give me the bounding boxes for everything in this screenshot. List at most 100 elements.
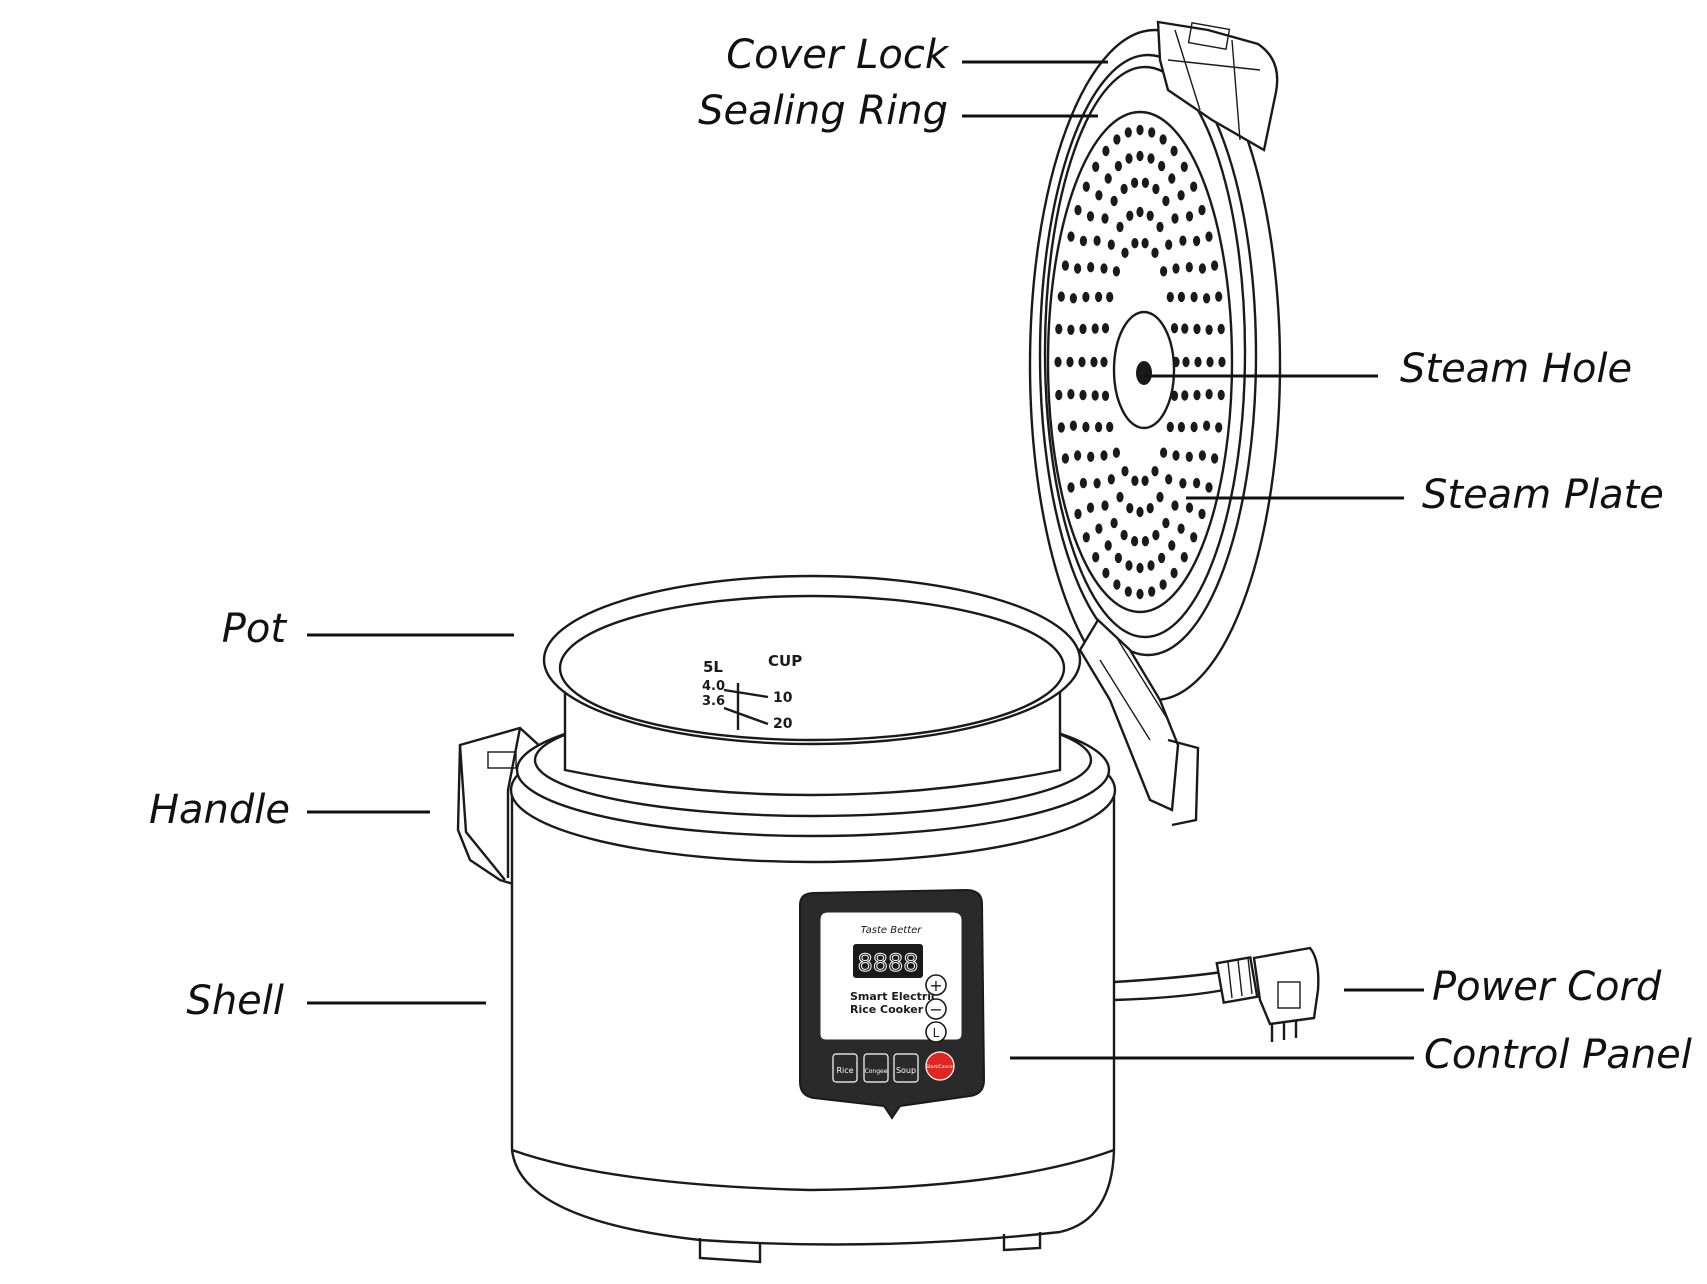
steam-plate-hole: [1162, 517, 1170, 529]
steam-plate-hole: [1095, 190, 1103, 201]
steam-plate-hole: [1177, 190, 1185, 201]
steam-plate-hole: [1152, 529, 1160, 541]
steam-plate-hole: [1086, 211, 1095, 222]
steam-plate-hole: [1067, 324, 1075, 335]
steam-plate-hole: [1095, 291, 1103, 303]
steam-plate-hole: [1106, 421, 1114, 433]
panel-rice-button[interactable]: Rice: [832, 1053, 858, 1083]
panel-minus-button[interactable]: [925, 998, 947, 1020]
steam-plate-hole: [1102, 567, 1110, 579]
steam-plate-hole: [1074, 204, 1082, 216]
steam-plate-hole: [1168, 173, 1176, 184]
panel-start-button[interactable]: Start/Cancel: [925, 1051, 955, 1081]
steam-plate-hole: [1082, 291, 1090, 303]
steam-plate-hole: [1091, 323, 1099, 334]
steam-plate-hole: [1151, 247, 1159, 258]
panel-start-label: Start/Cancel: [926, 1064, 954, 1070]
panel-timer-button[interactable]: [925, 1021, 947, 1043]
steam-plate-hole: [1198, 450, 1206, 461]
steam-plate-hole: [1218, 356, 1226, 368]
steam-plate-hole: [1193, 235, 1201, 247]
steam-plate-hole: [1190, 532, 1198, 543]
steam-plate-hole: [1131, 475, 1139, 486]
steam-plate-hole: [1114, 160, 1122, 172]
steam-plate-hole: [1061, 453, 1069, 464]
steam-plate-hole: [1180, 161, 1188, 172]
steam-plate-hole: [1156, 491, 1164, 503]
pot-scale-right-header: CUP: [768, 652, 802, 670]
steam-plate-hole: [1159, 579, 1167, 590]
steam-plate-hole: [1151, 466, 1159, 477]
steam-plate-hole: [1141, 536, 1149, 547]
steam-plate-hole: [1190, 181, 1198, 192]
steam-plate-hole: [1082, 181, 1090, 192]
steam-plate-hole: [1067, 389, 1075, 400]
label-steam-plate: Steam Plate: [1422, 472, 1664, 518]
pot: 5L CUP 4.0 3.6 10 20: [542, 574, 1082, 797]
steam-plate-hole: [1100, 263, 1108, 274]
steam-plate-hole: [1066, 356, 1074, 368]
steam-plate-hole: [1112, 266, 1120, 277]
steam-plate-hole: [1177, 421, 1185, 433]
steam-plate-hole: [1166, 291, 1174, 303]
steam-plate-hole: [1185, 211, 1194, 222]
panel-plus-label: +: [929, 976, 942, 995]
steam-plate-hole: [1074, 263, 1082, 274]
callout-labels: Cover Lock Sealing Ring Steam Hole Steam…: [149, 32, 1692, 1078]
callout-leaders: [307, 60, 1424, 1060]
steam-plate-hole: [1055, 323, 1063, 335]
steam-plate-hole: [1093, 235, 1101, 246]
panel-congee-label: Congee: [865, 1068, 888, 1075]
steam-plate-hole: [1158, 160, 1166, 172]
steam-plate-hole: [1090, 356, 1098, 368]
steam-plate-hole: [1112, 447, 1120, 458]
steam-plate-hole: [1125, 153, 1133, 164]
steam-plate-hole: [1069, 420, 1077, 431]
steam-plate-hole: [1136, 206, 1144, 218]
steam-plate-hole: [1171, 500, 1179, 511]
label-cover-lock: Cover Lock: [726, 32, 950, 78]
steam-plate-hole: [1057, 291, 1065, 302]
lid-inner-rim: [1038, 53, 1258, 657]
steam-plate-hole: [1124, 127, 1132, 138]
label-steam-hole: Steam Hole: [1400, 346, 1632, 392]
steam-plate-hole: [1104, 173, 1112, 184]
panel-soup-button[interactable]: Soup: [893, 1053, 919, 1083]
steam-plate-hole: [1101, 323, 1110, 334]
steam-plate-hole: [1092, 552, 1100, 563]
steam-plate-hole: [1205, 482, 1213, 493]
steam-plate-hole: [1124, 586, 1132, 597]
steam-plate-hole: [1087, 451, 1095, 462]
panel-timer-label: L: [933, 1026, 940, 1040]
steam-plate-hole: [1156, 221, 1164, 233]
steam-plate-hole: [1141, 238, 1149, 249]
label-power-cord: Power Cord: [1432, 964, 1662, 1010]
steam-plate-hole: [1131, 238, 1139, 249]
steam-plate-hole: [1203, 293, 1211, 304]
steam-plate-hole: [1160, 266, 1168, 277]
panel-congee-button[interactable]: Congee: [863, 1053, 889, 1083]
steam-plate-hole: [1113, 134, 1121, 145]
steam-plate-hole: [1067, 231, 1075, 242]
steam-plate-hole: [1104, 540, 1112, 551]
steam-plate-hole: [1148, 586, 1156, 597]
steam-plate-hole: [1180, 552, 1188, 563]
steam-plate-hole: [1146, 503, 1154, 514]
steam-plate-hole: [1147, 153, 1155, 164]
steam-plate-hole: [1061, 260, 1069, 271]
steam-plate-hole: [1194, 356, 1202, 368]
steam-plate-hole: [1177, 291, 1185, 303]
steam-plate-hole: [1181, 323, 1189, 334]
steam-plate-hole: [1198, 508, 1206, 520]
steam-plate-hole: [1107, 239, 1115, 250]
label-control-panel: Control Panel: [1424, 1032, 1692, 1078]
steam-plate-hole: [1217, 389, 1225, 401]
steam-plate-hole: [1217, 323, 1225, 335]
pot-scale-right-mark: 10: [773, 690, 793, 706]
steam-plate-hole: [1203, 420, 1211, 431]
steam-plate-hole: [1147, 560, 1155, 571]
steam-plate-hole: [1101, 390, 1110, 401]
panel-plus-button[interactable]: [925, 974, 947, 996]
steam-plate-hole: [1211, 260, 1219, 271]
